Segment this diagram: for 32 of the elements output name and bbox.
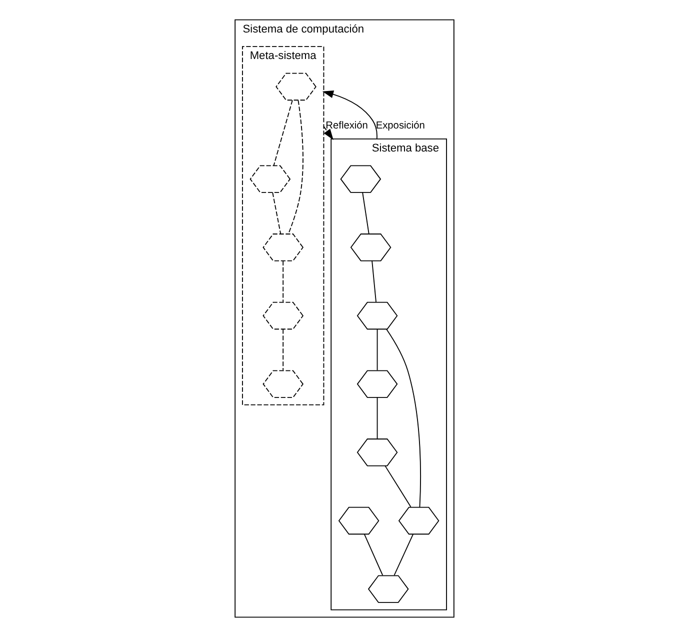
- node-hexagon: [356, 370, 398, 398]
- connector: [282, 328, 284, 371]
- node-hexagon: [250, 165, 291, 193]
- cluster: Sistema base: [330, 138, 447, 610]
- connector: [384, 465, 412, 508]
- node-hexagon: [356, 302, 398, 330]
- connector: [394, 534, 414, 576]
- node-hexagon: [276, 72, 316, 101]
- node-hexagon: [340, 165, 382, 193]
- node-hexagon: [338, 506, 380, 535]
- connector: [282, 260, 284, 302]
- connector: [362, 192, 370, 234]
- cluster: Meta-sistema: [242, 46, 324, 406]
- node-hexagon: [262, 234, 304, 262]
- connector: [386, 328, 421, 508]
- connector: [376, 328, 378, 371]
- connector: [372, 260, 376, 302]
- node-hexagon: [262, 370, 304, 398]
- connector: [272, 192, 282, 234]
- arrow: [323, 126, 334, 140]
- connector: [376, 397, 378, 440]
- node-hexagon: [398, 506, 440, 535]
- node-hexagon: [350, 234, 392, 262]
- node-hexagon: [368, 575, 409, 603]
- node-hexagon: [356, 438, 398, 466]
- edge-label: Reflexión: [326, 120, 368, 132]
- connector: [288, 100, 304, 234]
- connector: [364, 534, 384, 576]
- node-hexagon: [262, 302, 304, 330]
- connector: [273, 100, 293, 166]
- edge-label: Exposición: [376, 120, 425, 132]
- arrow: [322, 90, 378, 140]
